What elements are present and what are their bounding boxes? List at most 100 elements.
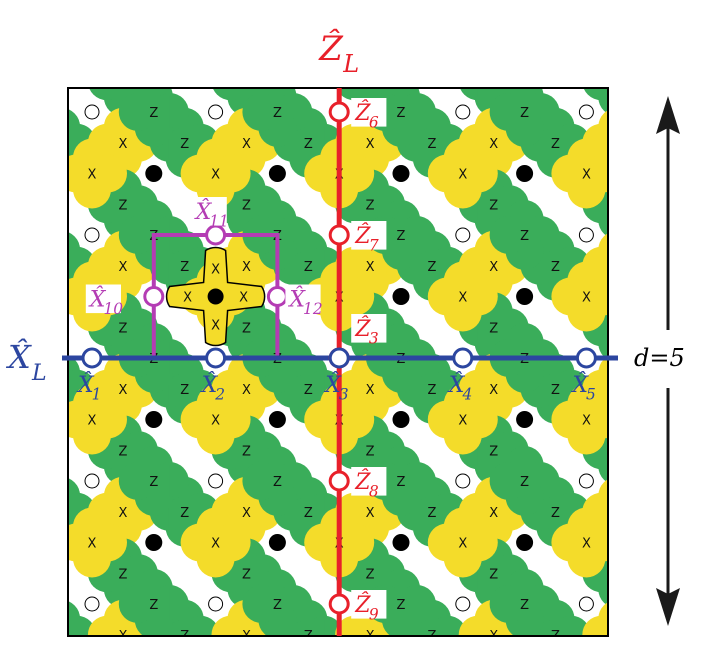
x-plaquette: X <box>427 261 498 332</box>
x-plaquette: X <box>582 602 652 654</box>
x-plaquette-label: X <box>211 414 220 429</box>
z-operator-site <box>328 470 350 492</box>
x-operator-site <box>205 347 227 369</box>
x-operator-label: X̂2 <box>200 372 225 404</box>
plaquette-core <box>354 618 387 635</box>
x-plaquette-label: X <box>88 414 97 429</box>
plaquette-core <box>601 557 607 590</box>
z-plaquette-label: Z <box>397 229 406 244</box>
plaquette-core <box>137 96 170 128</box>
x-plaquette-label: X <box>366 260 375 275</box>
z-plaquette: Z <box>242 89 313 147</box>
z-plaquette: Z <box>118 200 189 270</box>
x-plaquette-label: X <box>458 291 467 306</box>
z-plaquette-label: Z <box>242 321 251 336</box>
highlight-operator-label: X̂11 <box>191 197 229 231</box>
z-plaquette-label: Z <box>118 321 127 336</box>
plaquette-core <box>168 372 201 405</box>
ancilla-qubit <box>455 104 471 120</box>
plaquette-lobe <box>614 124 652 162</box>
operator-name: Ẑ <box>354 99 371 126</box>
plaquette-core <box>446 403 479 436</box>
z-plaquette-label: Z <box>242 75 251 90</box>
z-operator-label: Ẑ8 <box>351 467 387 501</box>
x-plaquette-label: X <box>211 537 220 552</box>
z-plaquette-label: Z <box>149 475 158 490</box>
z-plaquette-label: Z <box>118 75 127 90</box>
z-plaquette-label: Z <box>551 137 560 152</box>
x-plaquette-label: X <box>489 137 498 152</box>
z-plaquette-label: Z <box>304 383 313 398</box>
operator-subscript: 10 <box>103 300 123 318</box>
plaquette-lobe <box>614 431 652 469</box>
z-plaquette-label: Z <box>489 75 498 90</box>
operator-name: Ẑ <box>354 315 371 342</box>
plaquette-core <box>292 618 325 635</box>
operator-name: Ẑ <box>354 222 371 249</box>
plaquette-core <box>477 89 510 98</box>
plaquette-core <box>415 249 448 282</box>
plaquette-lobe <box>583 89 607 101</box>
x-plaquette-label: X <box>242 383 251 398</box>
x-plaquette-label: X <box>211 168 220 183</box>
x-plaquette-label: X <box>88 168 97 183</box>
plaquette-core <box>477 557 510 590</box>
x-plaquette-label: X <box>366 383 375 398</box>
z-operator-label: Ẑ3 <box>351 314 387 348</box>
plaquette-core <box>230 311 263 344</box>
ancilla-qubit <box>84 473 100 489</box>
plaquette-core <box>106 188 139 221</box>
plaquette-core <box>230 249 263 282</box>
z-plaquette: Z <box>366 446 436 516</box>
plaquette-core <box>168 249 201 282</box>
plaquette-lobe <box>614 616 652 654</box>
z-plaquette-label: Z <box>118 444 127 459</box>
data-qubit <box>145 411 163 428</box>
plaquette-core <box>230 434 263 467</box>
x-plaquette: X <box>69 138 127 209</box>
data-qubit <box>516 411 534 428</box>
operator-name: X̂ <box>570 372 589 398</box>
plaquette-core <box>415 618 448 635</box>
x-plaquette-label: X <box>613 260 622 275</box>
plaquette-core <box>477 249 510 282</box>
plaquette-core <box>76 403 108 436</box>
data-qubit <box>392 288 410 305</box>
z-plaquette: Z <box>489 446 560 516</box>
z-plaquette-label: Z <box>273 106 282 121</box>
operator-subscript: 1 <box>92 386 102 404</box>
x-plaquette: X <box>304 507 375 578</box>
plaquette-core <box>354 434 387 467</box>
highlight-operator-label: X̂12 <box>285 284 323 318</box>
operator-name: X̂ <box>323 372 342 398</box>
arrow-head-down <box>656 588 680 626</box>
x-operator-label: X̂1 <box>76 372 101 404</box>
plaquette-core <box>539 495 572 528</box>
data-qubit <box>268 534 286 551</box>
z-plaquette-label: Z <box>489 198 498 213</box>
plaquette-core <box>230 89 263 98</box>
x-plaquette-label: X <box>239 291 248 306</box>
plaquette-core <box>570 526 603 559</box>
x-plaquette-label: X <box>613 629 622 644</box>
x-plaquette-label: X <box>88 537 97 552</box>
plaquette-core <box>69 372 78 405</box>
z-plaquette-label: Z <box>613 444 622 459</box>
distance-arrow <box>656 96 680 626</box>
x-operator-site <box>328 347 350 369</box>
x-plaquette-label: X <box>242 137 251 152</box>
plaquette-lobe <box>26 616 64 654</box>
plaquette-core <box>69 618 78 635</box>
plaquette-core <box>137 588 170 620</box>
data-qubit <box>145 534 163 551</box>
plaquette-core <box>106 434 139 467</box>
plaquette-core <box>446 157 479 190</box>
z-plaquette-label: Z <box>304 260 313 275</box>
x-plaquette-label: X <box>118 506 127 521</box>
x-plaquette-label: X <box>489 506 498 521</box>
operator-name: X̂ <box>76 372 95 398</box>
operator-subscript: 3 <box>339 386 349 404</box>
logical-x-label: X̂L <box>5 338 47 386</box>
z-plaquette-label: Z <box>180 260 189 275</box>
